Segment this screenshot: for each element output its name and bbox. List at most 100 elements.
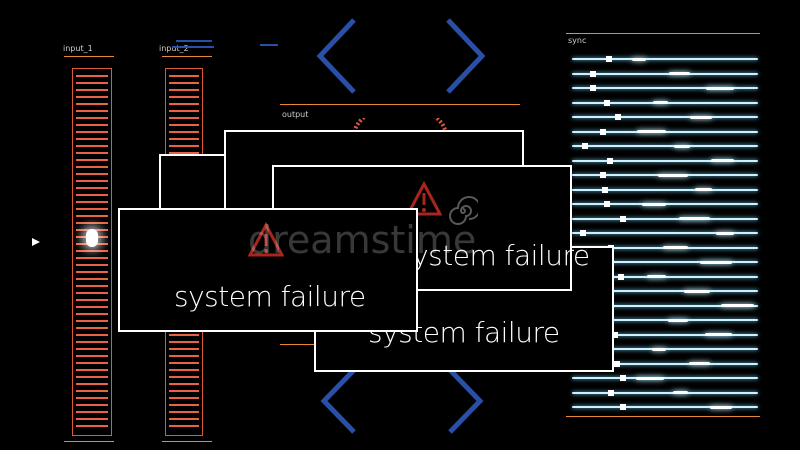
- meter-rung: [169, 411, 199, 413]
- sync-slider-handle[interactable]: [615, 114, 621, 120]
- play-icon[interactable]: [31, 232, 41, 251]
- sync-slider-glow: [642, 202, 666, 206]
- error-dialog-front[interactable]: system failure: [118, 208, 418, 332]
- sync-slider-glow: [689, 362, 710, 365]
- watermark-text: dreamstime: [248, 218, 477, 262]
- meter-rung: [76, 397, 108, 399]
- meter-rung: [169, 117, 199, 119]
- sync-slider-handle[interactable]: [600, 128, 606, 135]
- sync-slider[interactable]: [572, 172, 758, 178]
- meter-rung: [169, 75, 199, 77]
- meter-rung: [76, 187, 108, 189]
- sync-slider-handle[interactable]: [608, 389, 614, 396]
- output-label: output: [282, 110, 309, 119]
- sync-slider[interactable]: [572, 70, 758, 77]
- sync-slider-handle[interactable]: [620, 215, 626, 222]
- sync-slider-glow: [632, 57, 646, 61]
- sync-slider-glow: [652, 347, 666, 351]
- spiral-icon: [448, 196, 481, 230]
- sync-slider[interactable]: [572, 389, 758, 396]
- sync-slider-handle[interactable]: [580, 230, 586, 236]
- meter-rung: [76, 159, 108, 161]
- meter-rung: [76, 222, 108, 224]
- sync-slider-glow: [684, 289, 710, 293]
- sync-slider-handle[interactable]: [590, 70, 596, 77]
- sync-slider-handle[interactable]: [618, 273, 624, 280]
- meter-rung: [76, 355, 108, 357]
- output-bottom-line: [280, 344, 316, 345]
- meter-rung: [169, 376, 199, 378]
- meter-rung: [169, 152, 199, 154]
- sync-slider-glow: [647, 275, 666, 278]
- sync-slider-handle[interactable]: [582, 143, 588, 149]
- sync-slider-handle[interactable]: [620, 404, 626, 410]
- meter-rung: [169, 341, 199, 343]
- meter-rung: [169, 131, 199, 133]
- meter-rung: [169, 124, 199, 126]
- sync-slider-glow: [673, 391, 688, 394]
- sync-slider[interactable]: [572, 273, 758, 280]
- meter-rung: [76, 215, 108, 217]
- meter-rung: [76, 173, 108, 175]
- sync-slider[interactable]: [572, 230, 758, 236]
- sync-slider[interactable]: [572, 201, 758, 207]
- meter-rung: [169, 348, 199, 350]
- sync-slider[interactable]: [572, 143, 758, 149]
- input-1-label: input_1: [63, 44, 93, 53]
- meter-rung: [76, 257, 108, 259]
- chevron-left-icon[interactable]: [312, 16, 362, 100]
- sync-slider[interactable]: [572, 360, 758, 367]
- sync-slider-handle[interactable]: [600, 172, 606, 178]
- sync-slider-handle[interactable]: [590, 85, 596, 91]
- sync-label: sync: [568, 36, 587, 45]
- meter-rung: [76, 271, 108, 273]
- sync-slider[interactable]: [572, 114, 758, 120]
- sync-slider[interactable]: [572, 331, 758, 338]
- chevron-right-icon[interactable]: [440, 16, 490, 100]
- sync-slider[interactable]: [572, 186, 758, 193]
- meter-rung: [76, 117, 108, 119]
- meter-rung: [169, 404, 199, 406]
- sync-slider-handle[interactable]: [602, 186, 608, 193]
- sync-slider-handle[interactable]: [614, 360, 620, 367]
- sync-slider[interactable]: [572, 215, 758, 222]
- blue-dash: [176, 40, 212, 42]
- meter-rung: [76, 264, 108, 266]
- input-1-meter: [72, 68, 112, 436]
- meter-rung: [76, 75, 108, 77]
- dialog-message: system failure: [174, 280, 366, 313]
- chevron-right-icon[interactable]: [440, 366, 490, 440]
- sync-slider[interactable]: [572, 56, 758, 62]
- meter-rung: [169, 418, 199, 420]
- sync-slider-glow: [653, 101, 668, 104]
- sync-slider[interactable]: [572, 99, 758, 106]
- sync-slider[interactable]: [572, 85, 758, 91]
- sync-slider-handle[interactable]: [604, 99, 610, 106]
- input-1-bottom-line: [64, 441, 114, 442]
- sync-slider-handle[interactable]: [620, 375, 626, 381]
- sync-slider-handle[interactable]: [612, 331, 618, 338]
- meter-rung: [76, 411, 108, 413]
- sync-slider[interactable]: [572, 404, 758, 410]
- sync-slider[interactable]: [572, 375, 758, 381]
- blue-dash: [172, 46, 214, 48]
- meter-rung: [169, 383, 199, 385]
- input-1-level-knob[interactable]: [86, 229, 98, 247]
- sync-slider-handle[interactable]: [606, 56, 612, 62]
- sync-slider-handle[interactable]: [604, 201, 610, 207]
- meter-rung: [76, 82, 108, 84]
- chevron-left-icon[interactable]: [314, 366, 364, 440]
- meter-rung: [169, 355, 199, 357]
- meter-rung: [76, 180, 108, 182]
- sync-slider-handle[interactable]: [607, 157, 613, 164]
- warning-icon: [405, 180, 443, 221]
- dialog-message: system failure: [398, 239, 590, 272]
- sync-slider[interactable]: [572, 128, 758, 135]
- meter-rung: [76, 383, 108, 385]
- meter-rung: [76, 103, 108, 105]
- sync-slider-glow: [690, 115, 712, 119]
- sync-slider-glow: [706, 86, 734, 90]
- input-2-top-line: [162, 56, 212, 57]
- sync-top-line: [566, 33, 760, 34]
- sync-slider[interactable]: [572, 157, 758, 164]
